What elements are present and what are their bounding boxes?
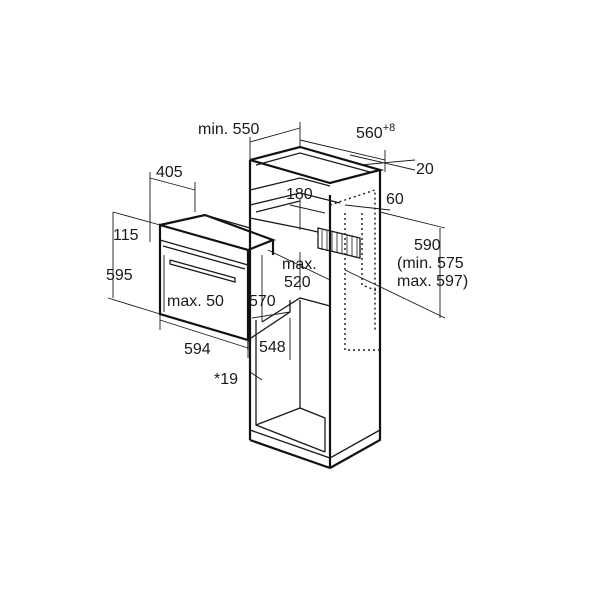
cabinet-shelf-2 [249,192,341,206]
cabinet-upper-shelf [249,177,331,191]
label-560: 560+8 [356,122,395,142]
label-max-50: max. 50 [167,293,224,310]
label-20: 20 [416,161,434,178]
lower-compartment-back [255,407,326,452]
oven-top [159,213,277,252]
label-405: 405 [156,164,183,181]
dimension-labels: min. 550 560+8 20 405 180 60 115 590 (mi… [106,121,468,388]
oven [158,213,291,350]
label-590: 590 [414,237,441,254]
cabinet-top-inner [255,152,371,173]
dimension-lines [107,122,446,395]
ventilation-back-top [329,189,376,330]
label-60: 60 [386,191,404,208]
label-note-19: *19 [214,371,238,388]
label-max-520-line2: 520 [284,274,311,291]
oven-panel-line-2 [162,245,246,270]
label-560-superscript: +8 [383,122,396,134]
ventilation-side [361,213,381,293]
vent-grill [317,227,361,259]
oven-panel-line [159,239,249,266]
label-max-597: max. 597) [397,273,468,290]
label-min-575: (min. 575 [397,255,464,272]
plinth [249,429,381,459]
label-180: 180 [286,186,313,203]
niche-top [249,217,319,233]
cabinet-right-side [329,170,382,469]
label-max-520-line1: max. [282,256,317,273]
label-594: 594 [184,341,211,358]
oven-handle-icon [169,259,236,283]
label-570: 570 [249,293,276,310]
label-min-550: min. 550 [198,121,259,138]
label-115: 115 [113,227,139,244]
label-548: 548 [259,339,286,356]
cabinet-front-bottom [249,438,331,470]
label-595: 595 [106,267,133,284]
cabinet-shelf-3 [255,200,301,213]
ventilation-back [344,213,380,351]
